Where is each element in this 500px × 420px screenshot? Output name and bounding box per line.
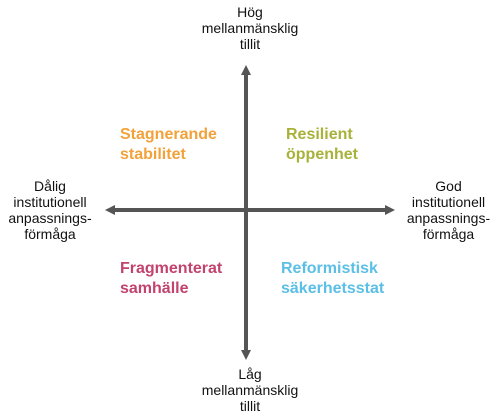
axis-label-right-line: God [435,178,462,194]
axis-label-right-line: förmåga [422,226,475,242]
axis-label-left-line: Dålig [34,178,66,194]
axis-label-left-line: institutionell [13,194,87,210]
quadrant-label-bottom-right: Reformistisk säkerhetsstat [281,259,384,299]
axis-label-top: Hög mellanmänsklig tillit [175,4,325,52]
axis-label-bottom-line: tillit [239,398,261,414]
axis-label-bottom: Låg mellanmänsklig tillit [175,366,325,414]
axis-label-right: God institutionell anpassnings- förmåga [397,178,500,242]
quadrant-label-line: Stagnerande [120,126,217,143]
quadrant-label-bottom-left: Fragmenterat samhälle [120,259,222,299]
quadrant-label-top-right: Resilient öppenhet [286,125,358,165]
quadrant-label-line: Reformistisk [281,260,378,277]
quadrant-label-line: stabilitet [120,146,186,163]
quadrant-label-top-left: Stagnerande stabilitet [120,125,217,165]
quadrant-label-line: säkerhetsstat [281,280,385,297]
quadrant-label-line: Fragmenterat [120,260,223,277]
quadrant-label-line: samhälle [120,280,189,297]
axis-label-bottom-line: Låg [238,366,262,382]
axis-label-left-line: förmåga [24,226,76,242]
axis-label-right-line: anpassnings- [406,210,491,226]
axis-label-left-line: anpassnings- [8,210,92,226]
axis-label-left: Dålig institutionell anpassnings- förmåg… [0,178,100,242]
axis-label-top-line: tillit [239,36,261,52]
axis-label-bottom-line: mellanmänsklig [201,382,299,398]
axis-label-top-line: Hög [237,4,263,20]
quadrant-label-line: öppenhet [286,146,358,163]
axis-label-right-line: institutionell [411,194,486,210]
axis-label-top-line: mellanmänsklig [201,20,299,36]
quadrant-label-line: Resilient [286,126,353,143]
